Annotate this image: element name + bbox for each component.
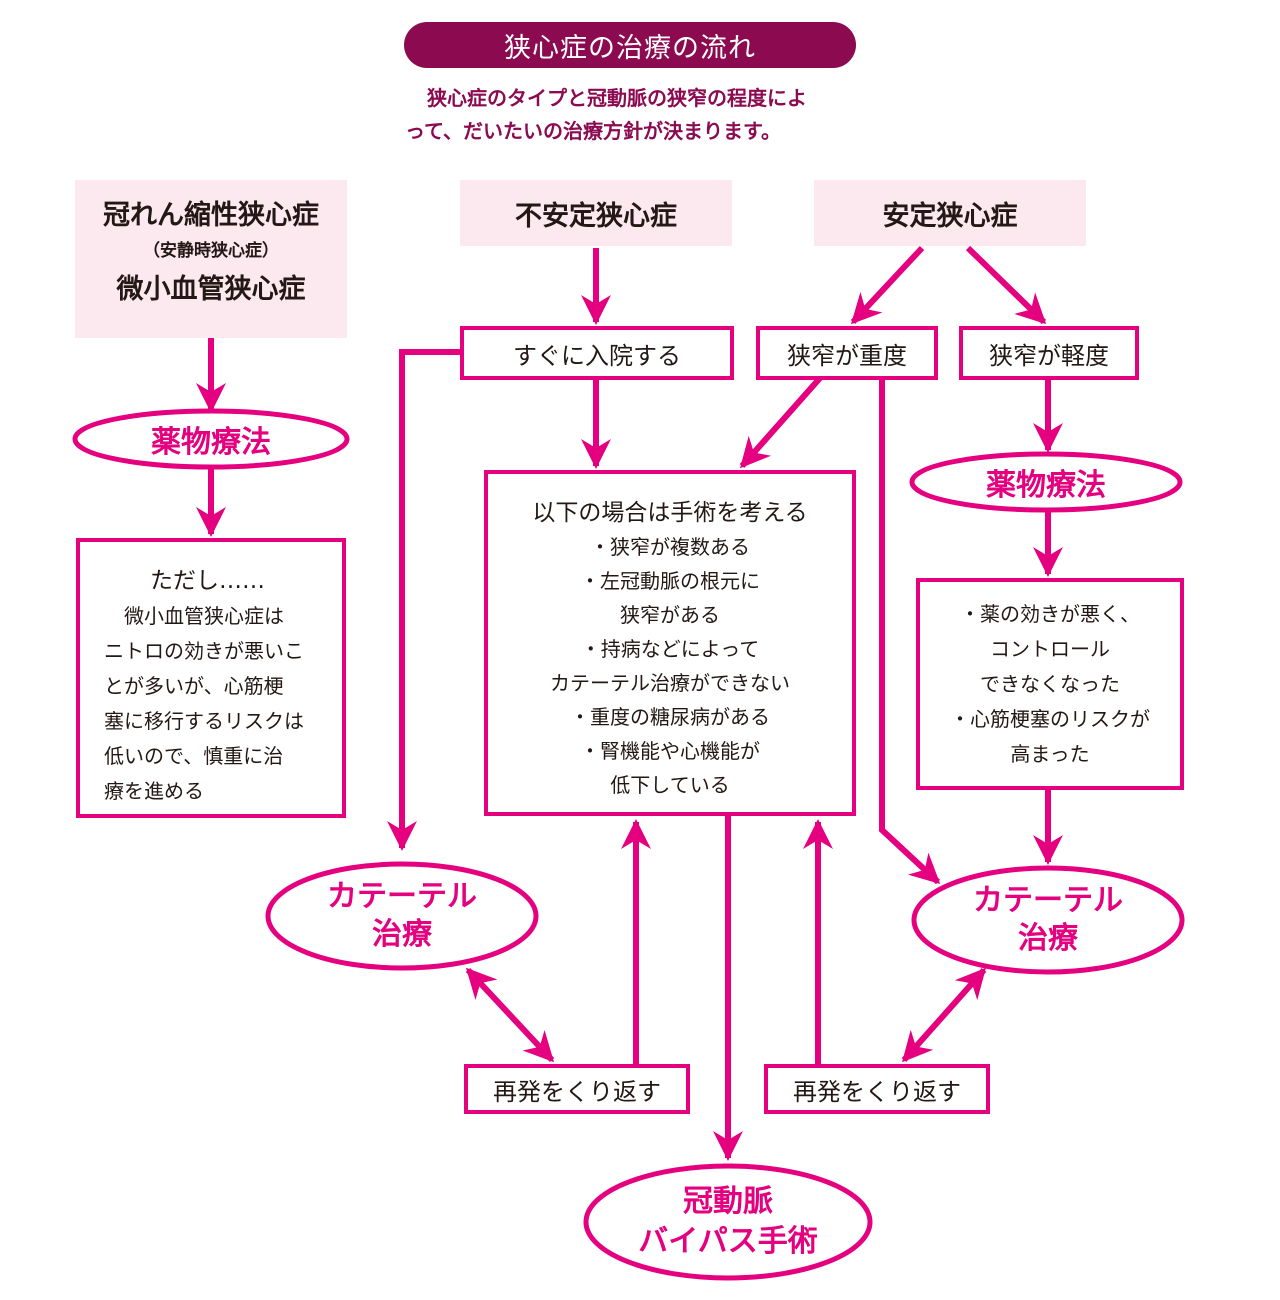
note-caveat-heading: ただし……	[150, 568, 265, 594]
note-surgery-line: ・狭窄が複数ある	[590, 535, 750, 559]
node-medication-right: 薬物療法	[912, 454, 1180, 510]
arrow-hospitalize-to-catheter-left	[387, 349, 462, 851]
node-recur-right-label: 再発をくり返す	[793, 1077, 961, 1106]
category-vasospastic-line3: 微小血管狭心症	[116, 273, 306, 305]
note-caveat-line: とが多いが、心筋梗	[104, 674, 284, 698]
node-bypass: 冠動脈 バイパス手術	[586, 1168, 870, 1276]
ellipse-bypass	[583, 1163, 873, 1281]
node-catheter-left-line2: 治療	[372, 917, 432, 952]
ellipse-catheter-right	[911, 865, 1185, 975]
category-unstable: 不安定狭心症	[460, 180, 732, 246]
ellipse-catheter-left	[265, 861, 539, 971]
arrow-catheter-left-recur-left	[465, 967, 555, 1063]
category-stable: 安定狭心症	[814, 180, 1086, 246]
category-unstable-label: 不安定狭心症	[515, 200, 677, 232]
node-severe-stenosis: 狭窄が重度	[756, 326, 938, 380]
node-medication-right-label: 薬物療法	[986, 468, 1106, 503]
category-vasospastic-line1: 冠れん縮性狭心症	[103, 199, 319, 231]
node-recur-left: 再発をくり返す	[464, 1064, 690, 1114]
node-catheter-right-line1: カテーテル	[973, 883, 1123, 918]
note-surgery: 以下の場合は手術を考える ・狭窄が複数ある ・左冠動脈の根元に 狭窄がある ・持…	[484, 470, 856, 816]
page-title-text: 狭心症の治療の流れ	[504, 32, 756, 64]
node-mild-stenosis-label: 狭窄が軽度	[989, 341, 1109, 370]
note-surgery-line: ・持病などによって	[580, 637, 760, 661]
ellipse-medication-left	[72, 408, 350, 470]
note-surgery-line: カテーテル治療ができない	[550, 671, 790, 695]
intro-text: 狭心症のタイプと冠動脈の狭窄の程度によ って、だいたいの治療方針が決まります。	[405, 82, 875, 148]
arrow-severe-to-catheter-right	[879, 378, 941, 885]
node-hospitalize-label: すぐに入院する	[513, 341, 681, 370]
note-medication-failure-line: コントロール	[990, 636, 1110, 661]
node-severe-stenosis-label: 狭窄が重度	[787, 341, 907, 370]
arrow-stable-to-severe	[850, 245, 925, 325]
note-medication-failure-line: ・薬の効きが悪く、	[960, 601, 1140, 626]
node-medication-left: 薬物療法	[75, 411, 347, 467]
ellipse-medication-right	[909, 451, 1183, 513]
note-medication-failure-line: ・心筋梗塞のリスクが	[950, 706, 1150, 731]
note-surgery-heading: 以下の場合は手術を考える	[532, 500, 808, 526]
note-medication-failure-line: 高まった	[1010, 741, 1090, 766]
note-medication-failure: ・薬の効きが悪く、 コントロール できなくなった ・心筋梗塞のリスクが 高まった	[916, 578, 1184, 790]
intro-line-1: 狭心症のタイプと冠動脈の狭窄の程度によ	[427, 86, 807, 110]
note-caveat-line: 微小血管狭心症は	[104, 604, 284, 628]
node-catheter-left: カテーテル 治療	[268, 866, 536, 966]
node-bypass-line2: バイパス手術	[638, 1224, 818, 1259]
node-hospitalize: すぐに入院する	[460, 326, 734, 380]
note-surgery-line: 狭窄がある	[620, 603, 720, 627]
page-title: 狭心症の治療の流れ	[404, 22, 856, 68]
note-medication-failure-line: できなくなった	[980, 671, 1120, 696]
note-caveat-line: 塞に移行するリスクは	[104, 709, 304, 733]
intro-line-2: って、だいたいの治療方針が決まります。	[405, 119, 781, 143]
node-bypass-line1: 冠動脈	[683, 1184, 773, 1219]
note-surgery-line: 低下している	[610, 773, 730, 797]
node-catheter-right: カテーテル 治療	[914, 870, 1182, 970]
category-vasospastic-line2: （安静時狭心症）	[143, 240, 279, 261]
arrow-severe-to-surgery	[739, 376, 823, 469]
note-surgery-line: ・重度の糖尿病がある	[570, 705, 770, 729]
note-caveat-line: 低いので、慎重に治	[104, 744, 284, 768]
node-mild-stenosis: 狭窄が軽度	[959, 326, 1139, 380]
node-recur-left-label: 再発をくり返す	[493, 1077, 661, 1106]
category-stable-label: 安定狭心症	[882, 200, 1018, 232]
note-caveat: ただし…… 微小血管狭心症は ニトロの効きが悪いこ とが多いが、心筋梗 塞に移行…	[76, 538, 346, 818]
node-recur-right: 再発をくり返す	[764, 1064, 990, 1114]
note-caveat-line: 療を進める	[104, 779, 204, 803]
node-medication-left-label: 薬物療法	[151, 425, 271, 460]
arrow-catheter-right-recur-right	[901, 967, 987, 1063]
note-surgery-line: ・左冠動脈の根元に	[580, 569, 760, 593]
category-vasospastic: 冠れん縮性狭心症 （安静時狭心症） 微小血管狭心症	[75, 180, 347, 338]
arrow-stable-to-mild	[965, 245, 1047, 325]
note-surgery-line: ・腎機能や心機能が	[580, 739, 760, 763]
note-caveat-line: ニトロの効きが悪いこ	[104, 639, 304, 663]
node-catheter-right-line2: 治療	[1018, 921, 1078, 956]
node-catheter-left-line1: カテーテル	[327, 879, 477, 914]
